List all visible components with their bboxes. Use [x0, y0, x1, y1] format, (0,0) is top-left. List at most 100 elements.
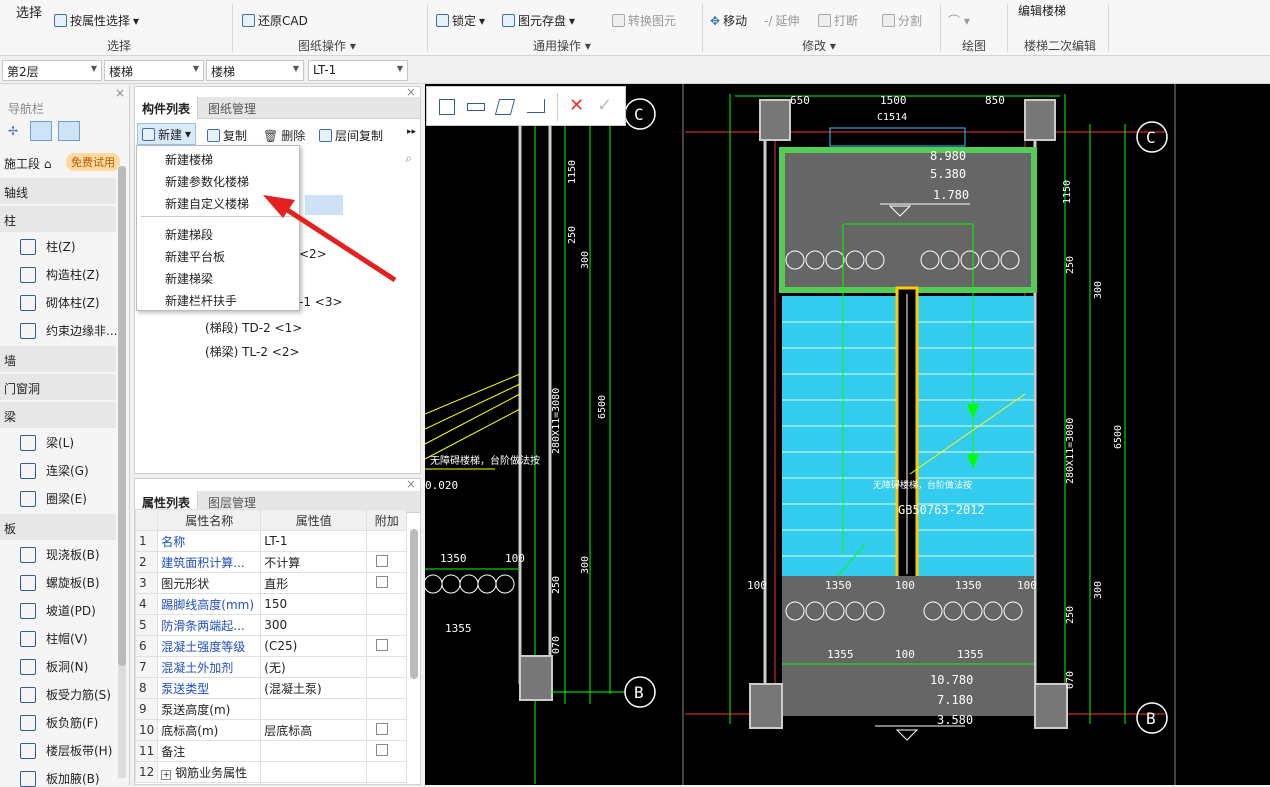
prop-value[interactable]	[260, 698, 368, 720]
extra-checkbox[interactable]	[376, 554, 389, 567]
prop-value[interactable]: (C25)	[260, 635, 368, 657]
close-icon[interactable]: ×	[405, 85, 416, 99]
table-row[interactable]: 2 建筑面积计算... 不计算	[134, 551, 408, 573]
nav-item-ring-beam[interactable]: 圈梁(E)	[20, 490, 87, 507]
prop-value[interactable]: 150	[260, 593, 368, 615]
nav-item-slab-rebar[interactable]: 板受力筋(S)	[20, 686, 111, 703]
nav-cat-slab[interactable]: 板	[0, 514, 116, 540]
tab-component-list[interactable]: 构件列表	[135, 97, 199, 119]
table-row[interactable]: 11 备注	[134, 740, 408, 762]
extra-checkbox[interactable]	[376, 575, 389, 588]
table-row[interactable]: 5 防滑条两端起... 300	[134, 614, 408, 636]
category-combo[interactable]: 楼梯▼	[104, 60, 204, 81]
extra-checkbox[interactable]	[376, 743, 389, 756]
prop-extra[interactable]	[366, 572, 408, 594]
nav-item-column[interactable]: 柱(Z)	[20, 238, 76, 255]
table-row[interactable]: 1 名称 LT-1	[134, 530, 408, 552]
nav-item-constructional-column[interactable]: 构造柱(Z)	[20, 266, 100, 283]
table-row[interactable]: 3 图元形状 直形	[134, 572, 408, 594]
nav-item-slab-haunch[interactable]: 板加腋(B)	[20, 770, 100, 787]
nav-item-coupling-beam[interactable]: 连梁(G)	[20, 462, 89, 479]
nav-item-spiral-slab[interactable]: 螺旋板(B)	[20, 574, 100, 591]
tree-item[interactable]: (梯梁) TL-2 <2>	[205, 345, 300, 359]
list-view-icon[interactable]	[30, 121, 52, 141]
prop-value[interactable]: (混凝土泵)	[260, 677, 368, 699]
nav-item-masonry-column[interactable]: 砌体柱(Z)	[20, 294, 100, 311]
prop-extra[interactable]	[366, 656, 408, 678]
nav-item-slab-hole[interactable]: 板洞(N)	[20, 658, 88, 675]
tree-item[interactable]: -1 <3>	[299, 295, 343, 309]
close-icon[interactable]: ×	[405, 477, 416, 491]
table-row[interactable]: 7 混凝土外加剂 (无)	[134, 656, 408, 678]
pin-icon[interactable]: ✢	[8, 124, 19, 138]
extend-button[interactable]: -/延伸	[764, 13, 800, 29]
table-row[interactable]: 12 + 钢筋业务属性	[134, 761, 408, 783]
new-button[interactable]: 新建 ▾	[137, 123, 197, 145]
prop-extra[interactable]	[366, 635, 408, 657]
save-element-button[interactable]: 图元存盘 ▾	[502, 12, 575, 29]
table-row[interactable]: 6 混凝土强度等级 (C25)	[134, 635, 408, 657]
type-combo[interactable]: 楼梯▼	[206, 60, 304, 81]
prop-extra[interactable]	[366, 677, 408, 699]
prop-value[interactable]: (无)	[260, 656, 368, 678]
nav-item-ramp[interactable]: 坡道(PD)	[20, 602, 96, 619]
prop-extra[interactable]	[366, 530, 408, 552]
table-row[interactable]: 10 底标高(m) 层底标高	[134, 719, 408, 741]
nav-cat-wall[interactable]: 墙	[0, 346, 116, 372]
expand-icon[interactable]: +	[161, 769, 172, 780]
table-row[interactable]: 9 泵送高度(m)	[134, 698, 408, 720]
arc-draw-button[interactable]: ⌒ ▾	[948, 12, 970, 29]
prop-scrollbar[interactable]	[410, 529, 418, 679]
prop-value[interactable]: 不计算	[260, 551, 368, 573]
nav-item-boundary-column[interactable]: 约束边缘非...	[20, 322, 117, 339]
flight-draw-icon[interactable]	[527, 99, 545, 113]
table-row[interactable]: 8 泵送类型 (混凝土泵)	[134, 677, 408, 699]
delete-button[interactable]: 🗑删除	[263, 128, 306, 144]
more-icon[interactable]: ▸▸	[406, 127, 416, 137]
restore-cad-button[interactable]: 还原CAD	[242, 12, 308, 29]
convert-element-button[interactable]: 转换图元	[612, 12, 676, 29]
floor-combo[interactable]: 第2层▼	[2, 60, 102, 81]
prop-extra[interactable]	[366, 740, 408, 762]
by-attr-select-button[interactable]: 按属性选择 ▾	[54, 12, 139, 29]
nav-item-beam[interactable]: 梁(L)	[20, 434, 74, 451]
prop-value[interactable]	[260, 740, 368, 762]
prop-value[interactable]: 直形	[260, 572, 368, 594]
close-icon[interactable]: ×	[114, 86, 125, 100]
element-combo[interactable]: LT-1▼	[308, 60, 408, 81]
menu-new-custom-stair[interactable]: 新建自定义楼梯	[165, 197, 250, 211]
construction-segment[interactable]: 施工段 ⌂	[4, 157, 52, 171]
tab-drawing-manage[interactable]: 图纸管理	[208, 102, 257, 116]
prop-value[interactable]: 300	[260, 614, 368, 636]
prop-extra[interactable]	[366, 698, 408, 720]
extra-checkbox[interactable]	[376, 638, 389, 651]
copy-button[interactable]: 复制	[207, 127, 247, 144]
menu-new-landing[interactable]: 新建平台板	[165, 250, 226, 264]
nav-item-floor-strip[interactable]: 楼层板带(H)	[20, 742, 112, 759]
tree-item[interactable]: <2>	[299, 247, 327, 261]
table-row[interactable]: 4 踢脚线高度(mm) 150	[134, 593, 408, 615]
menu-new-railing[interactable]: 新建栏杆扶手	[165, 294, 238, 308]
stair-draw-icon[interactable]	[439, 99, 455, 115]
trial-badge[interactable]: 免费试用	[66, 153, 120, 171]
prop-extra[interactable]	[366, 551, 408, 573]
nav-cat-opening[interactable]: 门窗洞	[0, 374, 116, 400]
prop-value[interactable]: 层底标高	[260, 719, 368, 741]
cancel-icon[interactable]: ✕	[569, 95, 585, 116]
extra-checkbox[interactable]	[376, 722, 389, 735]
confirm-icon[interactable]: ✓	[597, 95, 613, 116]
break-button[interactable]: 打断	[818, 12, 858, 29]
slab-draw-icon[interactable]	[467, 103, 485, 111]
railing-draw-icon[interactable]	[494, 99, 516, 115]
tab-layer-manage[interactable]: 图层管理	[208, 496, 257, 510]
nav-cat-column[interactable]: 柱	[0, 206, 116, 232]
tree-item[interactable]: (梯段) TD-2 <1>	[205, 321, 303, 335]
search-icon[interactable]: ⌕	[405, 151, 412, 165]
nav-item-cast-slab[interactable]: 现浇板(B)	[20, 546, 100, 563]
move-button[interactable]: ✥移动	[710, 13, 748, 29]
detail-view-icon[interactable]	[58, 121, 80, 141]
lock-button[interactable]: 锁定 ▾	[436, 12, 485, 29]
menu-new-stair[interactable]: 新建楼梯	[165, 153, 214, 167]
prop-extra[interactable]	[366, 719, 408, 741]
prop-value[interactable]: LT-1	[260, 530, 368, 552]
